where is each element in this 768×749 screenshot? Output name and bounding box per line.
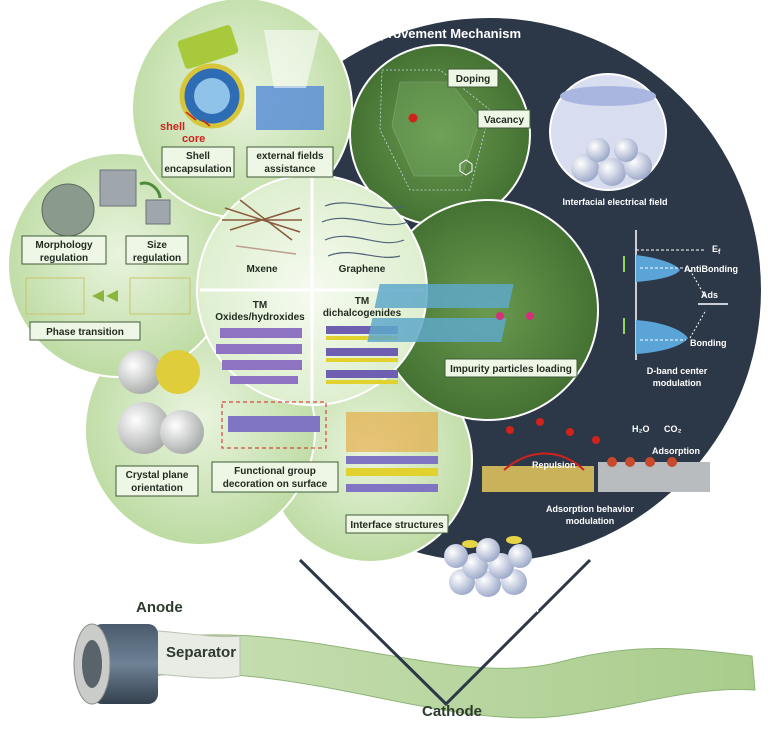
dband-label-1: D-band center: [647, 366, 708, 376]
shell-enc-label-2: encapsulation: [164, 164, 231, 175]
external-fields-label-2: assistance: [264, 164, 316, 175]
functional-group-label-1: Functional group: [234, 466, 316, 477]
impurity-label: Impurity particles loading: [450, 364, 572, 375]
adsorption-mod-label-2: modulation: [566, 516, 615, 526]
interfacial-field-label: Interfacial electrical field: [562, 197, 667, 207]
dband-label-2: modulation: [653, 378, 702, 388]
interface-structures-label: Interface structures: [350, 520, 444, 531]
size-label-2: regulation: [133, 253, 181, 264]
vacancy-label: Vacancy: [484, 115, 524, 126]
vacancy-box: [477, 109, 531, 129]
conductivity-panel: Conductivity modulation: [433, 536, 539, 614]
phase-transition-box: [29, 321, 141, 341]
tm-dichal-label-1: TM: [355, 296, 369, 307]
crystal-plane-label-2: orientation: [131, 483, 183, 494]
impurity-box: [444, 358, 578, 378]
doping-box: [447, 68, 499, 88]
crystal-plane-box: [115, 465, 199, 497]
size-box: [125, 235, 189, 265]
dband-panel: Ef AntiBonding Ads Bonding D-band center…: [623, 230, 738, 388]
adsorption-panel: H₂O CO₂ Repulsion Adsorption Adsorption …: [482, 418, 710, 526]
phase-lattice: [25, 277, 191, 315]
shell-enc-label-1: Shell: [186, 151, 210, 162]
tm-oxides-label-2: Oxides/hydroxides: [215, 312, 305, 323]
materials-center: Mxene Graphene TM Oxides/hydroxides TM d…: [196, 174, 428, 406]
graphene-label: Graphene: [339, 264, 386, 275]
tm-dichal-label-2: dichalcogenides: [323, 308, 402, 319]
fermi-level-label: Ef: [712, 244, 721, 256]
shell-label: shell: [160, 121, 185, 133]
funnel-lines: [298, 558, 592, 707]
dichalcogenide-graphic: [326, 326, 398, 384]
interfacial-field-panel: Interfacial electrical field: [549, 73, 668, 207]
cathode-sheet: [149, 634, 756, 719]
morphology-box: [21, 235, 107, 265]
anode-label: Anode: [136, 599, 183, 616]
shell-encapsulation-box: [161, 146, 235, 178]
functional-group-label-2: decoration on surface: [223, 479, 328, 490]
crystal-plane-label-1: Crystal plane: [126, 470, 189, 481]
phase-transition-label: Phase transition: [46, 327, 124, 338]
core-label: core: [182, 133, 205, 145]
antibonding-label: AntiBonding: [684, 264, 738, 274]
impurity-petal-content: Impurity particles loading: [367, 284, 578, 378]
interface-petal-content: Interface structures: [345, 412, 449, 534]
separator-label: Separator: [166, 644, 236, 661]
roll-core: [82, 640, 102, 688]
graphene-graphic: [321, 202, 409, 258]
mxene-graphic: [222, 199, 302, 255]
doping-petal-content: Doping Vacancy: [379, 68, 531, 191]
interface-structures-box: [345, 514, 449, 534]
morphology-label-2: regulation: [40, 253, 88, 264]
h2o-label: H₂O: [632, 424, 650, 434]
morphology-petal-content: Morphology regulation Size regulation Ph…: [21, 169, 191, 341]
cathode-label: Cathode: [422, 703, 482, 720]
doping-label: Doping: [456, 74, 490, 85]
adsorption-mod-label-1: Adsorption behavior: [546, 504, 635, 514]
conductivity-label: Conductivity modulation: [433, 604, 539, 614]
diagram-title: Improvement Mechanism: [365, 26, 521, 41]
mxene-label: Mxene: [246, 264, 278, 275]
size-label-1: Size: [147, 240, 167, 251]
battery-illustration: [73, 558, 756, 719]
external-fields-box: [246, 146, 334, 178]
functional-group-box: [211, 461, 339, 493]
tm-oxides-label-1: TM: [253, 300, 267, 311]
morphology-label-1: Morphology: [35, 240, 93, 251]
crystal-petal-content: Crystal plane orientation Functional gro…: [115, 350, 339, 497]
roll-body: [92, 624, 158, 704]
bonding-label: Bonding: [690, 338, 727, 348]
external-fields-label-1: external fields: [256, 151, 324, 162]
oxide-graphic: [216, 328, 302, 384]
shell-petal-content: shell core Shell encapsulation external …: [160, 25, 334, 178]
repulsion-label: Repulsion: [532, 460, 576, 470]
co2-label: CO₂: [664, 424, 682, 434]
adsorption-label: Adsorption: [652, 446, 700, 456]
dopant-atom: [408, 113, 418, 123]
ads-label: Ads: [701, 290, 718, 300]
